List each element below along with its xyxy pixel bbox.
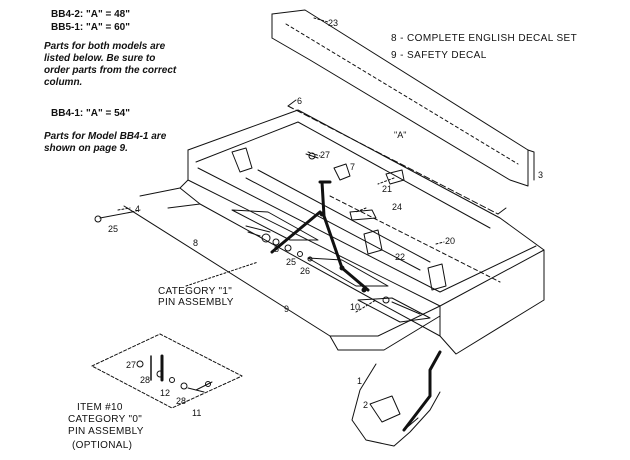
part-number-6: 6 bbox=[297, 96, 303, 106]
note-both-models-3: order parts from the correct bbox=[44, 65, 177, 76]
note-both-models-4: column. bbox=[44, 77, 83, 88]
note-bb4-1-2: shown on page 9. bbox=[44, 143, 128, 154]
model-bb4-2-label: BB4-2: "A" = 48" bbox=[51, 9, 130, 20]
part-number-7: 7 bbox=[350, 162, 356, 172]
category-1-callout-line2: PIN ASSEMBLY bbox=[158, 297, 234, 308]
note-bb4-1-1: Parts for Model BB4-1 are bbox=[44, 131, 167, 142]
dimension-a-label: "A" bbox=[394, 130, 407, 140]
legend-item-8: 8 - COMPLETE ENGLISH DECAL SET bbox=[391, 33, 578, 44]
model-bb4-1-label: BB4-1: "A" = 54" bbox=[51, 108, 130, 119]
note-both-models-2: listed below. Be sure to bbox=[44, 53, 156, 64]
part-number-23: 23 bbox=[328, 18, 339, 28]
part-number-26: 26 bbox=[300, 266, 311, 276]
part-number-1: 1 bbox=[357, 376, 363, 386]
part-number-27-optional: 27 bbox=[126, 360, 137, 370]
dimension-a bbox=[287, 99, 507, 215]
blade-body bbox=[123, 109, 545, 355]
part-number-11: 11 bbox=[192, 408, 202, 418]
pin-hardware bbox=[245, 152, 421, 315]
part-number-24: 24 bbox=[392, 202, 403, 212]
top-rail bbox=[271, 9, 535, 187]
part-number-27: 27 bbox=[320, 150, 331, 160]
item-10-callout-line3: PIN ASSEMBLY bbox=[68, 426, 144, 437]
part-number-5: 5 bbox=[274, 244, 280, 254]
leader-23 bbox=[313, 17, 329, 23]
stud-25 bbox=[94, 209, 141, 223]
category-1-callout-line1: CATEGORY "1" bbox=[158, 286, 233, 297]
a-frame-pins bbox=[319, 211, 367, 293]
part-number-9: 9 bbox=[284, 304, 290, 314]
item-10-callout-line1: ITEM #10 bbox=[77, 402, 123, 413]
part-number-3: 3 bbox=[538, 170, 544, 180]
leader-lines bbox=[117, 151, 445, 313]
a-frame-bars bbox=[150, 180, 442, 432]
part-number-28-optional-b: 28 bbox=[176, 396, 187, 406]
part-number-28-optional: 28 bbox=[140, 375, 151, 385]
skid-shoe bbox=[351, 363, 441, 447]
optional-label: (OPTIONAL) bbox=[72, 440, 133, 451]
part-number-20: 20 bbox=[445, 236, 456, 246]
item-10-callout-line2: CATEGORY "0" bbox=[68, 414, 143, 425]
part-number-2: 2 bbox=[363, 400, 369, 410]
optional-pin-assembly bbox=[91, 333, 243, 409]
part-number-12: 12 bbox=[160, 388, 171, 398]
part-number-21: 21 bbox=[382, 184, 393, 194]
part-number-10: 10 bbox=[350, 302, 361, 312]
model-bb5-1-label: BB5-1: "A" = 60" bbox=[51, 22, 130, 33]
legend-item-9: 9 - SAFETY DECAL bbox=[391, 50, 487, 61]
part-number-22: 22 bbox=[395, 252, 406, 262]
part-number-4: 4 bbox=[135, 204, 141, 214]
part-number-25-left: 25 bbox=[108, 224, 119, 234]
part-number-8: 8 bbox=[193, 238, 199, 248]
part-number-25: 25 bbox=[286, 257, 297, 267]
note-both-models-1: Parts for both models are bbox=[44, 41, 166, 52]
